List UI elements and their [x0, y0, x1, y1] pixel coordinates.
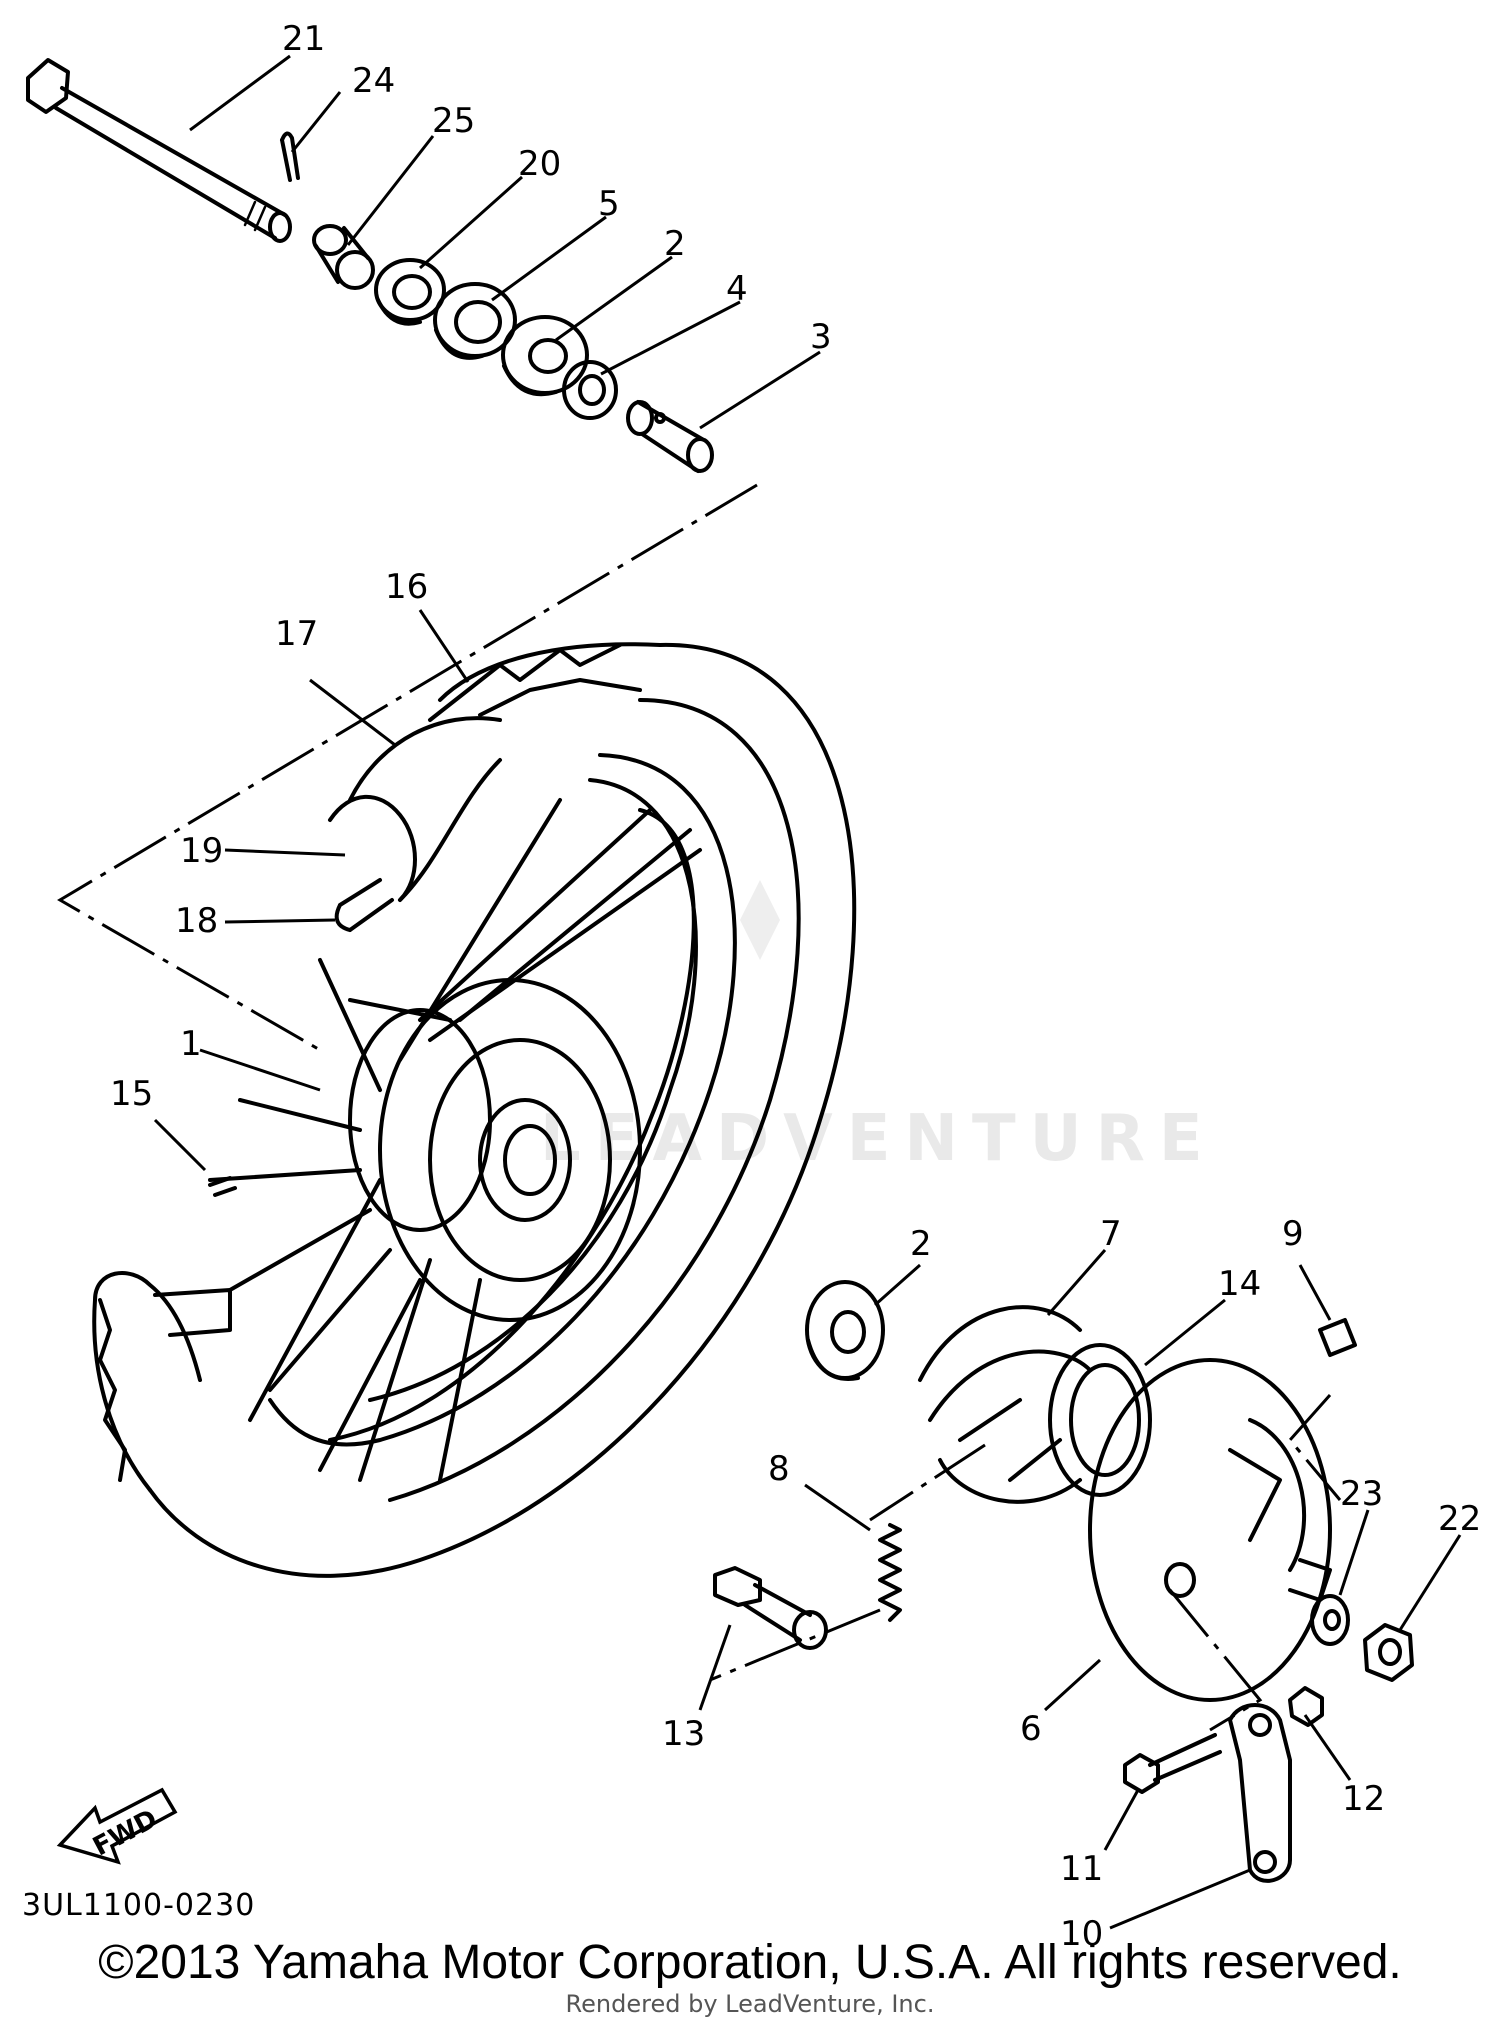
axle-shaft: [26, 58, 292, 243]
bearing-2-upper: [501, 315, 589, 397]
brake-shoe-plate: [1088, 1358, 1332, 1702]
callout-24: 24: [352, 61, 395, 101]
callout-18: 18: [175, 901, 218, 941]
dust-seal-14: [1048, 1343, 1152, 1497]
callout-13: 13: [662, 1714, 705, 1754]
callout-21: 21: [282, 19, 325, 59]
assembly-lines: [57, 483, 1342, 1732]
callout-12: 12: [1342, 1779, 1385, 1819]
callout-25: 25: [432, 101, 475, 141]
callout-9: 9: [1282, 1214, 1304, 1254]
callout-1: 1: [180, 1024, 202, 1064]
callout-7: 7: [1100, 1214, 1122, 1254]
spacer: [626, 400, 714, 473]
callout-15: 15: [110, 1074, 153, 1114]
callout-14: 14: [1218, 1264, 1261, 1304]
nut-22: [1363, 1623, 1414, 1682]
callout-16: 16: [385, 567, 428, 607]
oil-seal-4: [562, 360, 618, 420]
callout-23: 23: [1340, 1474, 1383, 1514]
bearing-2-lower: [805, 1280, 885, 1381]
callout-8: 8: [768, 1449, 790, 1489]
diagram-reference-code: 3UL1100-0230: [22, 1888, 256, 1923]
oil-seal-20: [374, 258, 446, 326]
cotter-pin: [280, 131, 300, 182]
callout-17: 17: [275, 614, 318, 654]
spring: [878, 1523, 902, 1622]
fwd-label: FWD: [88, 1804, 162, 1862]
camshaft: [713, 1566, 828, 1650]
callout-3: 3: [810, 317, 832, 357]
brake-shoe: [918, 1305, 1092, 1504]
rendered-by-credit: Rendered by LeadVenture, Inc.: [565, 1990, 935, 2018]
callout-10: 10: [1060, 1914, 1103, 1954]
callout-11: 11: [1060, 1849, 1103, 1889]
camshaft-lever: [1228, 1703, 1292, 1883]
watermark: LEADVENTURE: [540, 880, 1203, 1176]
bearing-5: [433, 282, 517, 360]
callout-2-lower: 2: [910, 1224, 932, 1264]
callout-20: 20: [518, 144, 561, 184]
fwd-arrow-icon: FWD: [56, 1787, 178, 1865]
washer-23: [1310, 1594, 1350, 1646]
callout-6: 6: [1020, 1709, 1042, 1749]
bolt-11: [1123, 1733, 1222, 1794]
nut-12: [1288, 1686, 1324, 1727]
leader-lines: [153, 54, 1462, 1930]
callout-19: 19: [180, 831, 223, 871]
callout-5: 5: [598, 184, 620, 224]
cap-9: [1318, 1318, 1357, 1357]
callout-22: 22: [1438, 1499, 1481, 1539]
copyright-notice: ©2013 Yamaha Motor Corporation, U.S.A. A…: [98, 1936, 1402, 1989]
callout-2-upper: 2: [664, 224, 686, 264]
callout-4: 4: [726, 269, 748, 309]
wheel-assembly: [92, 642, 857, 1578]
callout-labels: 21 24 25 20 5 2 4 3 16 17 19 18 1 15 2 7…: [110, 19, 1481, 1954]
collar: [312, 224, 375, 290]
